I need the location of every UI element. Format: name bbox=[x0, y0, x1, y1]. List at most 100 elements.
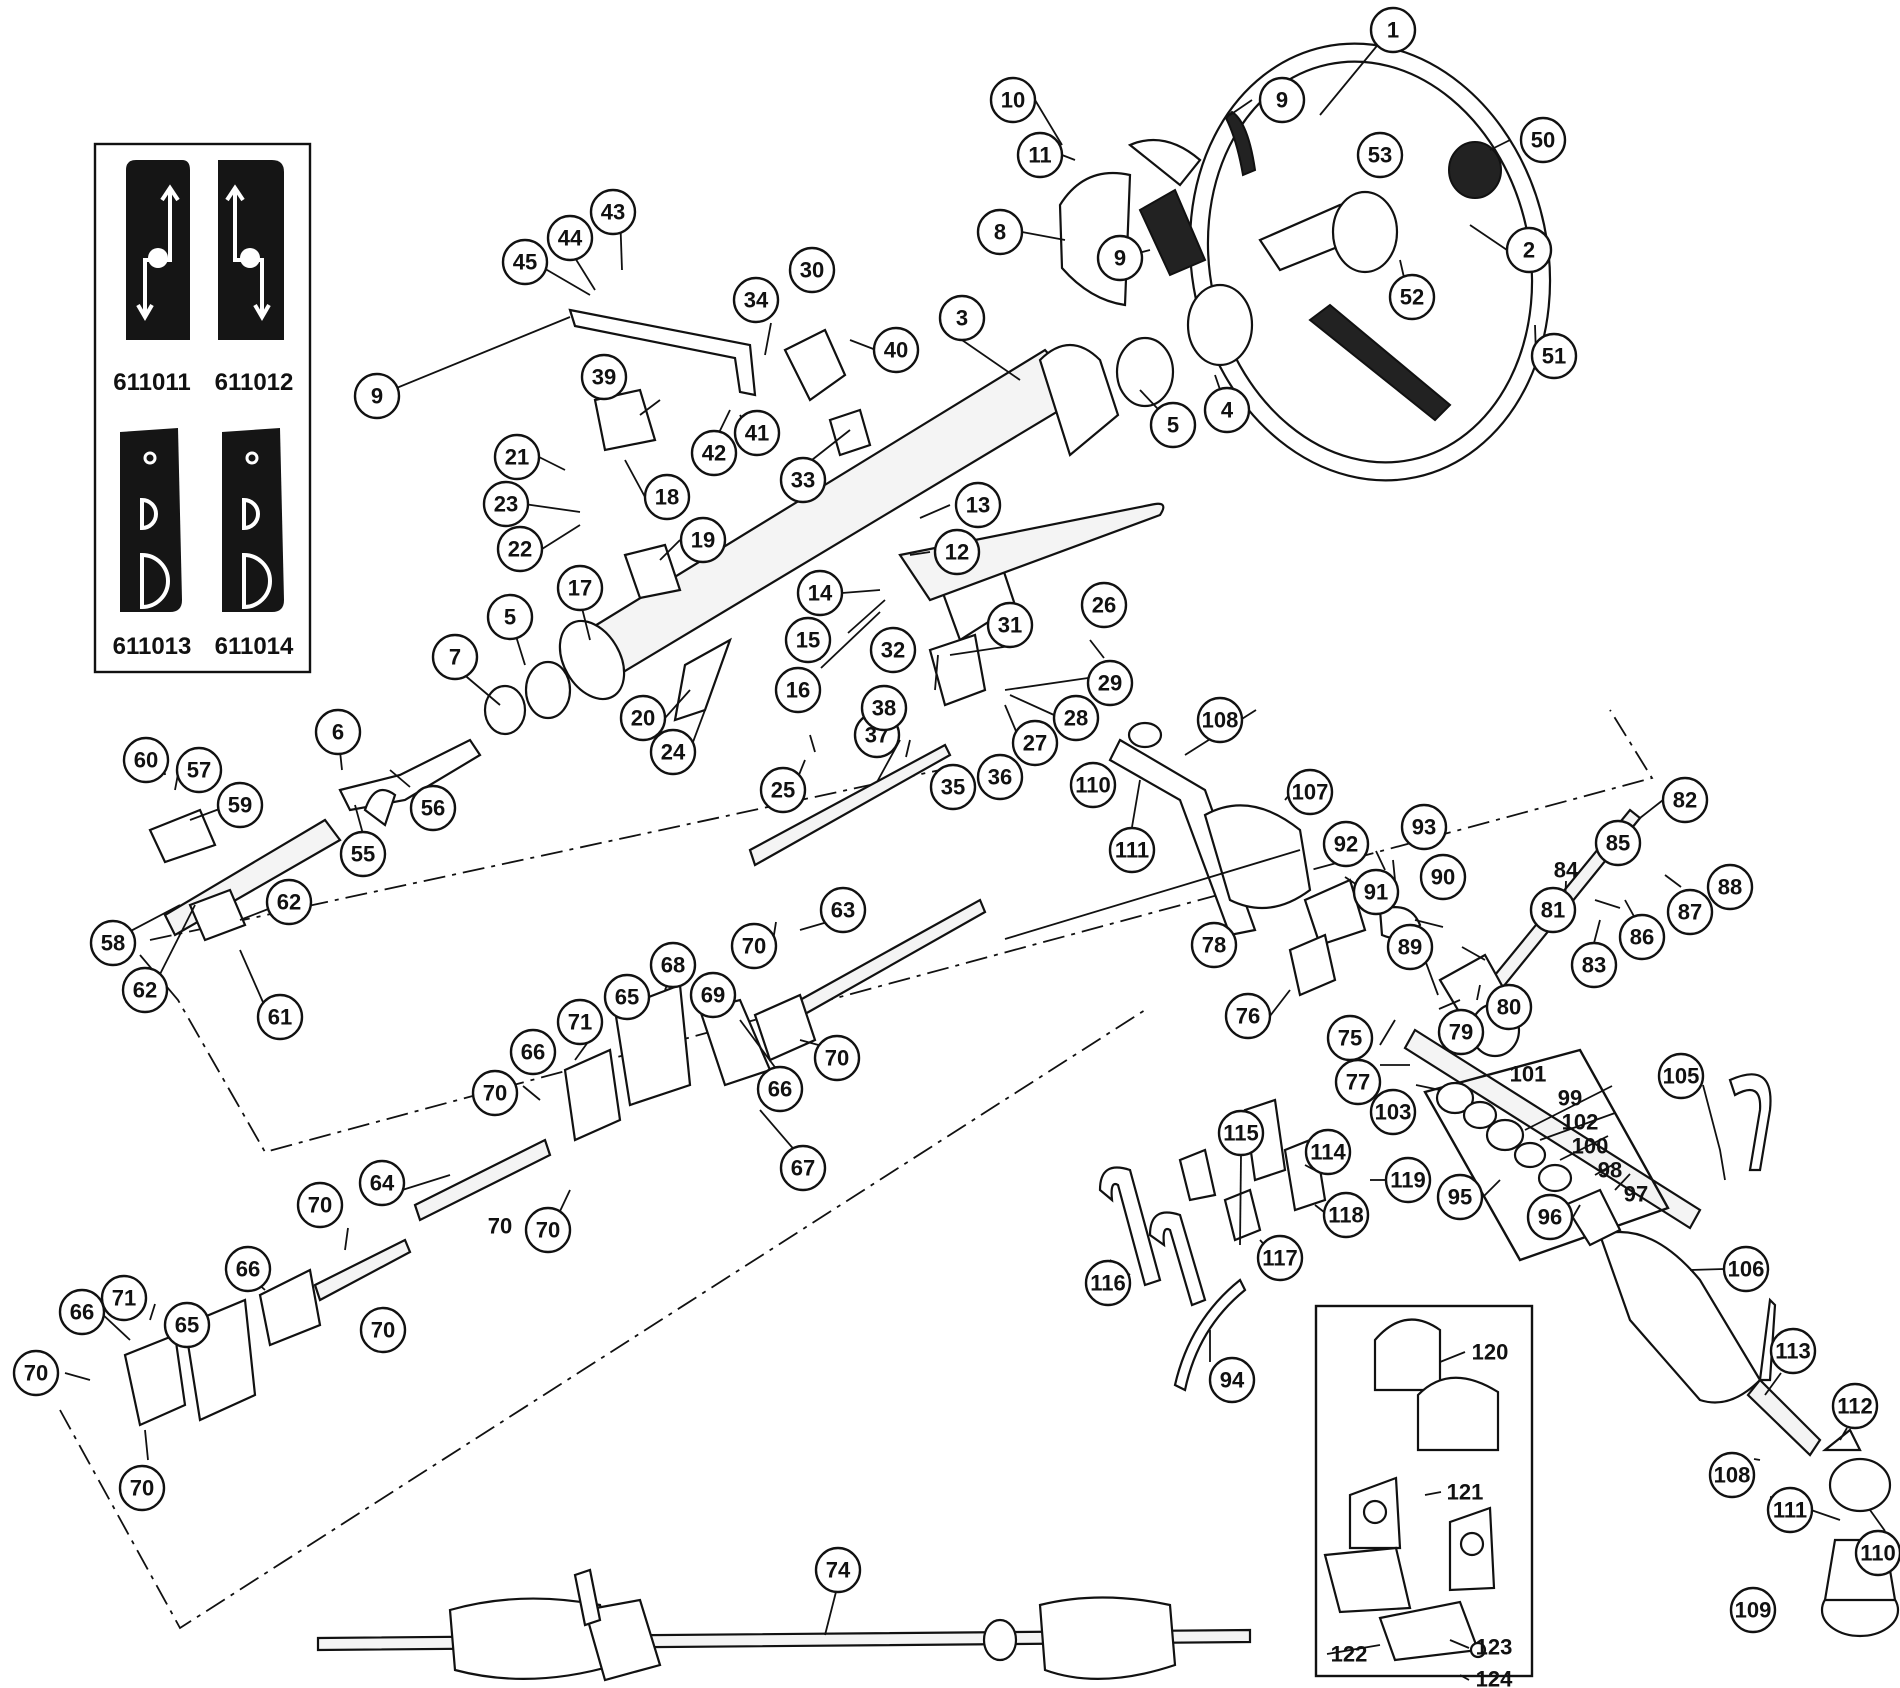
svg-text:10: 10 bbox=[1001, 88, 1025, 113]
callout-1: 1 bbox=[1369, 6, 1417, 54]
svg-text:12: 12 bbox=[945, 540, 969, 565]
callout-10: 10 bbox=[989, 76, 1037, 124]
callout-114: 114 bbox=[1304, 1128, 1352, 1176]
callout-62-left: 62 bbox=[121, 966, 169, 1014]
svg-text:43: 43 bbox=[601, 200, 625, 225]
callout-23: 23 bbox=[482, 480, 530, 528]
callout-16: 16 bbox=[774, 666, 822, 714]
callout-66-mid: 66 bbox=[509, 1028, 557, 1076]
callout-117: 117 bbox=[1256, 1234, 1304, 1282]
callout-67: 67 bbox=[779, 1144, 827, 1192]
lower-shaft-enclosure bbox=[59, 1009, 1146, 1630]
callout-70-g: 70 bbox=[12, 1349, 60, 1397]
svg-text:9: 9 bbox=[1114, 246, 1126, 271]
svg-text:82: 82 bbox=[1673, 788, 1697, 813]
callout-109: 109 bbox=[1729, 1586, 1777, 1634]
svg-text:26: 26 bbox=[1092, 593, 1116, 618]
svg-text:5: 5 bbox=[504, 605, 516, 630]
callout-121: 121 bbox=[1447, 1480, 1484, 1505]
svg-text:108: 108 bbox=[1714, 1463, 1751, 1488]
svg-text:92: 92 bbox=[1334, 832, 1358, 857]
svg-text:70: 70 bbox=[130, 1476, 154, 1501]
pinion-shim-set bbox=[1435, 1081, 1622, 1247]
callout-100: 100 bbox=[1572, 1134, 1609, 1159]
svg-text:109: 109 bbox=[1735, 1598, 1772, 1623]
callout-70-d: 70 bbox=[524, 1206, 572, 1254]
svg-text:121: 121 bbox=[1447, 1480, 1484, 1505]
svg-text:31: 31 bbox=[998, 613, 1022, 638]
svg-text:40: 40 bbox=[884, 338, 908, 363]
svg-text:116: 116 bbox=[1090, 1271, 1126, 1296]
callout-111-upper: 111 bbox=[1108, 826, 1156, 874]
svg-text:51: 51 bbox=[1542, 344, 1566, 369]
svg-text:107: 107 bbox=[1292, 780, 1329, 805]
svg-text:81: 81 bbox=[1541, 898, 1565, 923]
svg-text:112: 112 bbox=[1837, 1394, 1873, 1419]
svg-text:42: 42 bbox=[702, 441, 726, 466]
callout-11: 11 bbox=[1016, 131, 1064, 179]
svg-text:71: 71 bbox=[112, 1286, 136, 1311]
svg-text:70: 70 bbox=[536, 1218, 560, 1243]
svg-text:100: 100 bbox=[1572, 1134, 1609, 1159]
svg-text:87: 87 bbox=[1678, 900, 1702, 925]
svg-text:14: 14 bbox=[808, 581, 833, 606]
callout-76: 76 bbox=[1224, 992, 1272, 1040]
callout-27: 27 bbox=[1011, 719, 1059, 767]
svg-text:32: 32 bbox=[881, 638, 905, 663]
svg-text:98: 98 bbox=[1598, 1158, 1622, 1183]
callout-71-lower: 71 bbox=[100, 1274, 148, 1322]
callout-69: 69 bbox=[689, 971, 737, 1019]
svg-text:103: 103 bbox=[1375, 1100, 1412, 1125]
svg-text:28: 28 bbox=[1064, 706, 1088, 731]
svg-text:77: 77 bbox=[1346, 1070, 1370, 1095]
callout-61: 61 bbox=[256, 993, 304, 1041]
callout-62-right: 62 bbox=[265, 878, 313, 926]
svg-text:102: 102 bbox=[1562, 1110, 1599, 1135]
svg-text:90: 90 bbox=[1431, 865, 1455, 890]
svg-text:117: 117 bbox=[1262, 1246, 1298, 1271]
callout-116: 116 bbox=[1084, 1259, 1132, 1307]
callout-118: 118 bbox=[1322, 1191, 1370, 1239]
callout-99: 99 bbox=[1558, 1086, 1582, 1111]
svg-text:7: 7 bbox=[449, 645, 461, 670]
callout-85: 85 bbox=[1594, 819, 1642, 867]
svg-text:79: 79 bbox=[1449, 1020, 1473, 1045]
callout-13: 13 bbox=[954, 481, 1002, 529]
callout-3: 3 bbox=[938, 294, 986, 342]
svg-text:88: 88 bbox=[1718, 875, 1742, 900]
svg-text:36: 36 bbox=[988, 765, 1012, 790]
svg-text:66: 66 bbox=[768, 1077, 792, 1102]
callout-77: 77 bbox=[1334, 1058, 1382, 1106]
svg-text:23: 23 bbox=[494, 492, 518, 517]
callout-110-lower: 110 bbox=[1854, 1529, 1900, 1577]
svg-text:68: 68 bbox=[661, 953, 685, 978]
svg-text:110: 110 bbox=[1075, 773, 1111, 798]
callout-108-lower: 108 bbox=[1708, 1451, 1756, 1499]
svg-text:15: 15 bbox=[796, 628, 820, 653]
svg-text:52: 52 bbox=[1400, 285, 1424, 310]
svg-text:108: 108 bbox=[1202, 708, 1239, 733]
callout-80: 80 bbox=[1485, 983, 1533, 1031]
callout-55: 55 bbox=[339, 830, 387, 878]
svg-text:66: 66 bbox=[236, 1257, 260, 1282]
svg-text:27: 27 bbox=[1023, 731, 1047, 756]
svg-text:122: 122 bbox=[1331, 1642, 1368, 1667]
callout-29: 29 bbox=[1086, 659, 1134, 707]
svg-text:58: 58 bbox=[101, 931, 125, 956]
svg-text:30: 30 bbox=[800, 258, 824, 283]
callout-122: 122 bbox=[1331, 1642, 1368, 1667]
callout-24: 24 bbox=[649, 728, 697, 776]
callout-57: 57 bbox=[175, 746, 223, 794]
callout-91: 91 bbox=[1352, 868, 1400, 916]
svg-text:113: 113 bbox=[1775, 1339, 1811, 1364]
svg-text:17: 17 bbox=[568, 576, 592, 601]
callout-82: 82 bbox=[1661, 776, 1709, 824]
callout-66-left: 66 bbox=[58, 1288, 106, 1336]
callout-79: 79 bbox=[1437, 1008, 1485, 1056]
callout-113: 113 bbox=[1769, 1327, 1817, 1375]
callout-70-c: 70 bbox=[471, 1069, 519, 1117]
callout-115: 115 bbox=[1217, 1109, 1265, 1157]
callout-39: 39 bbox=[580, 353, 628, 401]
svg-text:4: 4 bbox=[1221, 398, 1234, 423]
svg-text:74: 74 bbox=[826, 1558, 851, 1583]
